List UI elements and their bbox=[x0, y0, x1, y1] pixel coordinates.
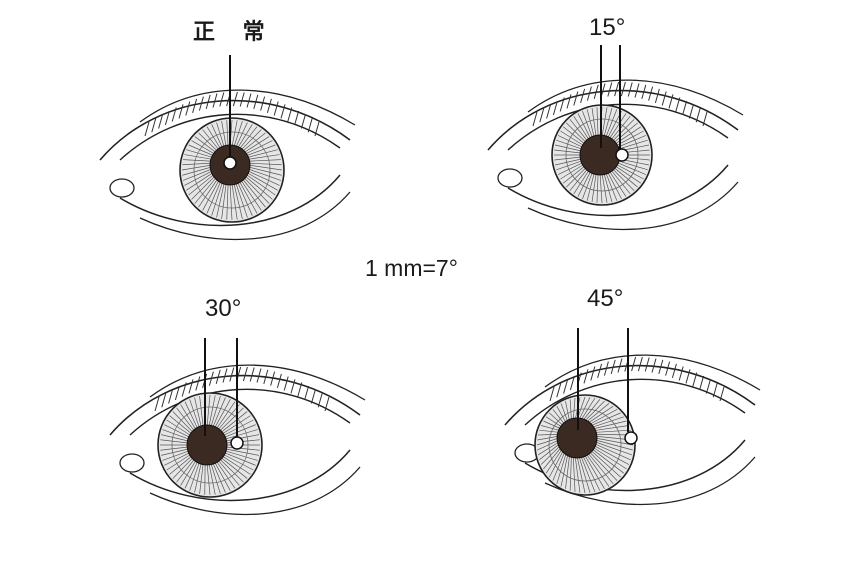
eyelash bbox=[618, 358, 622, 372]
eyelash bbox=[581, 89, 585, 103]
eyelash bbox=[240, 93, 244, 107]
light-reflex-dot bbox=[231, 437, 243, 449]
caruncle bbox=[110, 179, 134, 197]
eyelash bbox=[574, 91, 578, 105]
eyelash bbox=[621, 82, 625, 96]
eyelash bbox=[615, 82, 619, 96]
eyelash bbox=[213, 93, 217, 107]
panel-label-30: 30° bbox=[205, 295, 241, 323]
light-reflex-dot bbox=[224, 157, 236, 169]
caruncle bbox=[498, 169, 522, 187]
eye-panel-3 bbox=[505, 328, 760, 504]
eyelash bbox=[567, 94, 571, 108]
eyelash bbox=[628, 83, 632, 97]
eyelash bbox=[301, 115, 305, 129]
eyelash bbox=[295, 111, 299, 125]
eyelash bbox=[608, 83, 612, 97]
eyelash bbox=[277, 374, 281, 388]
eyelash bbox=[645, 358, 649, 372]
eyelash bbox=[179, 104, 183, 118]
eyelash bbox=[274, 101, 278, 115]
eye-panel-1 bbox=[488, 45, 743, 229]
eyelash bbox=[233, 92, 237, 106]
eyelash bbox=[706, 380, 710, 394]
eyelash bbox=[550, 387, 554, 401]
eye-panel-2 bbox=[110, 338, 365, 514]
eyelash bbox=[655, 89, 659, 103]
eyelash bbox=[679, 366, 683, 380]
eyelash bbox=[155, 397, 159, 411]
eyelash bbox=[540, 108, 544, 122]
panel-label-normal: 正 常 bbox=[193, 14, 275, 46]
eyelash bbox=[591, 366, 595, 380]
eyelash bbox=[243, 367, 247, 381]
eyelash bbox=[250, 368, 254, 382]
eyelash bbox=[557, 383, 561, 397]
eye-panel-0 bbox=[100, 55, 355, 239]
eyelash bbox=[193, 99, 197, 113]
caruncle bbox=[120, 454, 144, 472]
eyelash bbox=[267, 99, 271, 113]
eyelash bbox=[700, 376, 704, 390]
eyelash bbox=[284, 376, 288, 390]
eyelash bbox=[220, 93, 224, 107]
eyelash bbox=[672, 364, 676, 378]
light-reflex-dot bbox=[616, 149, 628, 161]
eyelash bbox=[223, 368, 227, 382]
eyelash bbox=[162, 393, 166, 407]
eyelash bbox=[230, 368, 234, 382]
eyelash bbox=[662, 91, 666, 105]
eyelash bbox=[638, 357, 642, 371]
eyelash bbox=[632, 357, 636, 371]
eyelash bbox=[584, 369, 588, 383]
pupil bbox=[187, 425, 227, 465]
light-reflex-dot bbox=[625, 432, 637, 444]
eyelash bbox=[311, 390, 315, 404]
eyelash bbox=[598, 364, 602, 378]
eyelash bbox=[186, 101, 190, 115]
scale-note: 1 mm=7° bbox=[365, 255, 458, 282]
eyelash bbox=[189, 379, 193, 393]
panel-label-45: 45° bbox=[587, 285, 623, 313]
eyelash bbox=[689, 105, 693, 119]
eyelash bbox=[145, 122, 149, 136]
eyelash bbox=[152, 118, 156, 132]
eyelash bbox=[683, 101, 687, 115]
eyelash bbox=[196, 376, 200, 390]
panel-label-15: 15° bbox=[589, 14, 625, 42]
eyelash bbox=[533, 112, 537, 126]
upper-eyelid bbox=[505, 366, 755, 425]
eyelash bbox=[305, 386, 309, 400]
